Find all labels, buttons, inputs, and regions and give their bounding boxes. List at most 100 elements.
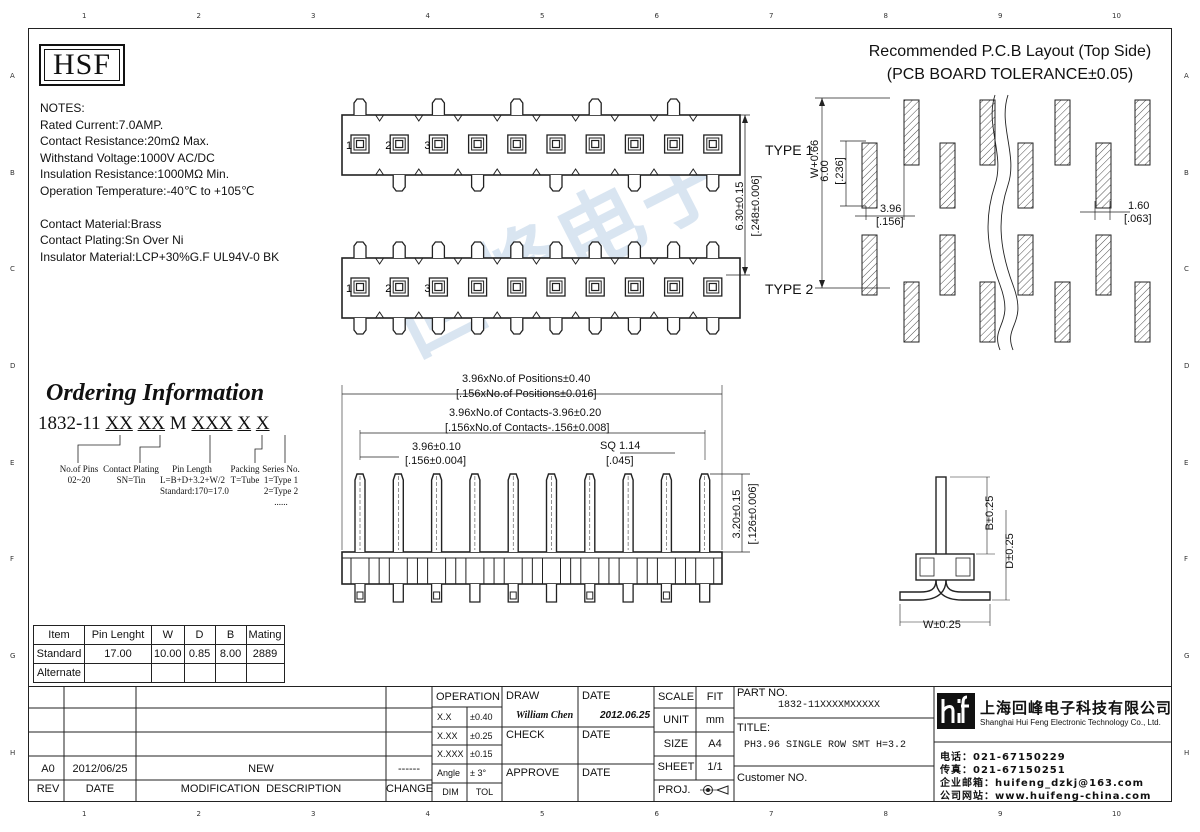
part-no-value: 1832-11XXXXMXXXXX: [778, 700, 881, 711]
dim-pitch: 3.96±0.10: [412, 441, 461, 453]
zone-letter: H: [1184, 748, 1190, 757]
pcb-dim-396: 3.96: [880, 203, 902, 215]
zone-number: 3: [311, 810, 316, 818]
pin-number: 3: [424, 140, 430, 152]
side-dim-d: D±0.25: [1004, 533, 1016, 569]
pcb-layout-drawing: [815, 94, 1151, 351]
ordering-code-part: M: [169, 413, 187, 434]
pcb-pad: [861, 142, 878, 209]
company-fax: 传真：021-67150251: [940, 765, 1066, 776]
scale-label: SCALE: [657, 691, 695, 703]
zone-letter: G: [1184, 651, 1190, 660]
zone-number: 7: [769, 810, 774, 818]
table-row: Alternate: [33, 663, 285, 683]
pcb-pad: [861, 234, 878, 296]
rev-change: ------: [398, 763, 420, 775]
item-table-cell: 2889: [245, 644, 285, 664]
ordering-code-part: X: [255, 413, 270, 434]
zone-number: 9: [998, 810, 1003, 818]
note-line: [40, 199, 279, 216]
pcb-dim-063: [.063]: [1124, 213, 1152, 225]
zone-number: 2: [196, 810, 201, 818]
dim-sq: SQ 1.14: [600, 440, 641, 452]
zone-letter: E: [1184, 458, 1189, 467]
zone-number: 8: [883, 12, 888, 20]
check-date-label: DATE: [582, 729, 611, 741]
dim-positions: 3.96xNo.of Positions±0.40: [462, 373, 591, 385]
zone-number: 3: [311, 12, 316, 20]
rev-header-desc: MODIFICATION DESCRIPTION: [180, 783, 342, 795]
item-table-cell: [183, 663, 216, 683]
pcb-title-line2: (PCB BOARD TOLERANCE±0.05): [886, 66, 1134, 83]
zone-number: 6: [654, 810, 659, 818]
pcb-pad: [939, 142, 956, 209]
side-dim-b: B±0.25: [984, 495, 996, 531]
scale-value: FIT: [706, 691, 724, 703]
title-block: [28, 686, 1172, 802]
tol-dim: X.X: [437, 712, 452, 722]
item-table-cell: Standard: [33, 644, 85, 664]
ordering-label-plating: Contact Plating SN=Tin: [103, 464, 159, 485]
note-line: Operation Temperature:-40℃ to +105℃: [40, 183, 255, 198]
draw-date-label: DATE: [582, 690, 611, 702]
company-logo-icon: [937, 693, 975, 729]
dim-630: 6.30±0.15: [734, 181, 746, 231]
part-no-label: PART NO.: [737, 687, 788, 699]
proj-label: PROJ.: [658, 784, 691, 796]
pin-number: 2: [385, 140, 391, 152]
size-label: SIZE: [663, 738, 689, 750]
zone-number: 5: [540, 12, 545, 20]
item-table-header: D: [183, 625, 216, 645]
pcb-pad: [1095, 234, 1112, 296]
ordering-label-series: Series No. 1=Type 1 2=Type 2 ......: [262, 464, 300, 507]
pcb-dim-236: [.236]: [834, 157, 846, 185]
rev-date: 2012/06/25: [72, 763, 128, 775]
zone-number: 7: [769, 12, 774, 20]
pin-number: 1: [346, 283, 352, 295]
zone-letter: A: [1184, 71, 1189, 80]
pcb-pad: [979, 99, 996, 166]
tol-tol-label: TOL: [475, 787, 494, 797]
dim-sq-inch: [.045]: [606, 455, 634, 467]
zone-letter: B: [10, 168, 15, 177]
zone-letter: A: [10, 71, 15, 80]
pcb-pad: [1134, 99, 1151, 166]
rev-header-rev: REV: [36, 783, 60, 795]
ordering-code-part: XX: [105, 413, 133, 434]
approve-date-label: DATE: [582, 767, 611, 779]
rev-header-date: DATE: [85, 783, 115, 795]
company-en-name: Shanghai Hui Feng Electronic Technology …: [980, 718, 1161, 727]
item-table-cell: 8.00: [214, 644, 247, 664]
item-table-header: W: [151, 625, 185, 645]
tol-dim: X.XXX: [437, 749, 464, 759]
tol-value: ±0.25: [470, 731, 493, 741]
pcb-pad: [939, 234, 956, 296]
notes-block: NOTES:Rated Current:7.0AMP.Contact Resis…: [40, 100, 279, 265]
zone-number: 4: [425, 12, 430, 20]
front-view-drawing: [341, 385, 750, 603]
zone-letter: H: [10, 748, 16, 757]
tol-dim: Angle: [437, 768, 461, 778]
note-line: Contact Resistance:20mΩ Max.: [40, 134, 210, 148]
ordering-code-part: XX: [137, 413, 166, 434]
tol-value: ±0.15: [470, 749, 493, 759]
ordering-prefix: 1832-11: [38, 413, 106, 434]
company-cn-name: 上海回峰电子科技有限公司: [980, 699, 1173, 717]
zone-letter: F: [1184, 555, 1189, 563]
company-web: 公司网站：www.huifeng-china.com: [940, 791, 1152, 802]
item-table-cell: 17.00: [84, 644, 152, 664]
pcb-pad: [979, 281, 996, 343]
ordering-leader-lines: [77, 435, 286, 463]
rev-value: A0: [41, 763, 55, 775]
ordering-code-part: X: [237, 413, 252, 434]
customer-label: Customer NO.: [737, 772, 808, 784]
note-line: NOTES:: [40, 101, 85, 115]
title-label: TITLE:: [737, 722, 771, 734]
pcb-pad: [1017, 142, 1034, 209]
item-table-cell: 0.85: [183, 644, 216, 664]
zone-number: 1: [82, 12, 87, 20]
pin-number: 3: [424, 283, 430, 295]
